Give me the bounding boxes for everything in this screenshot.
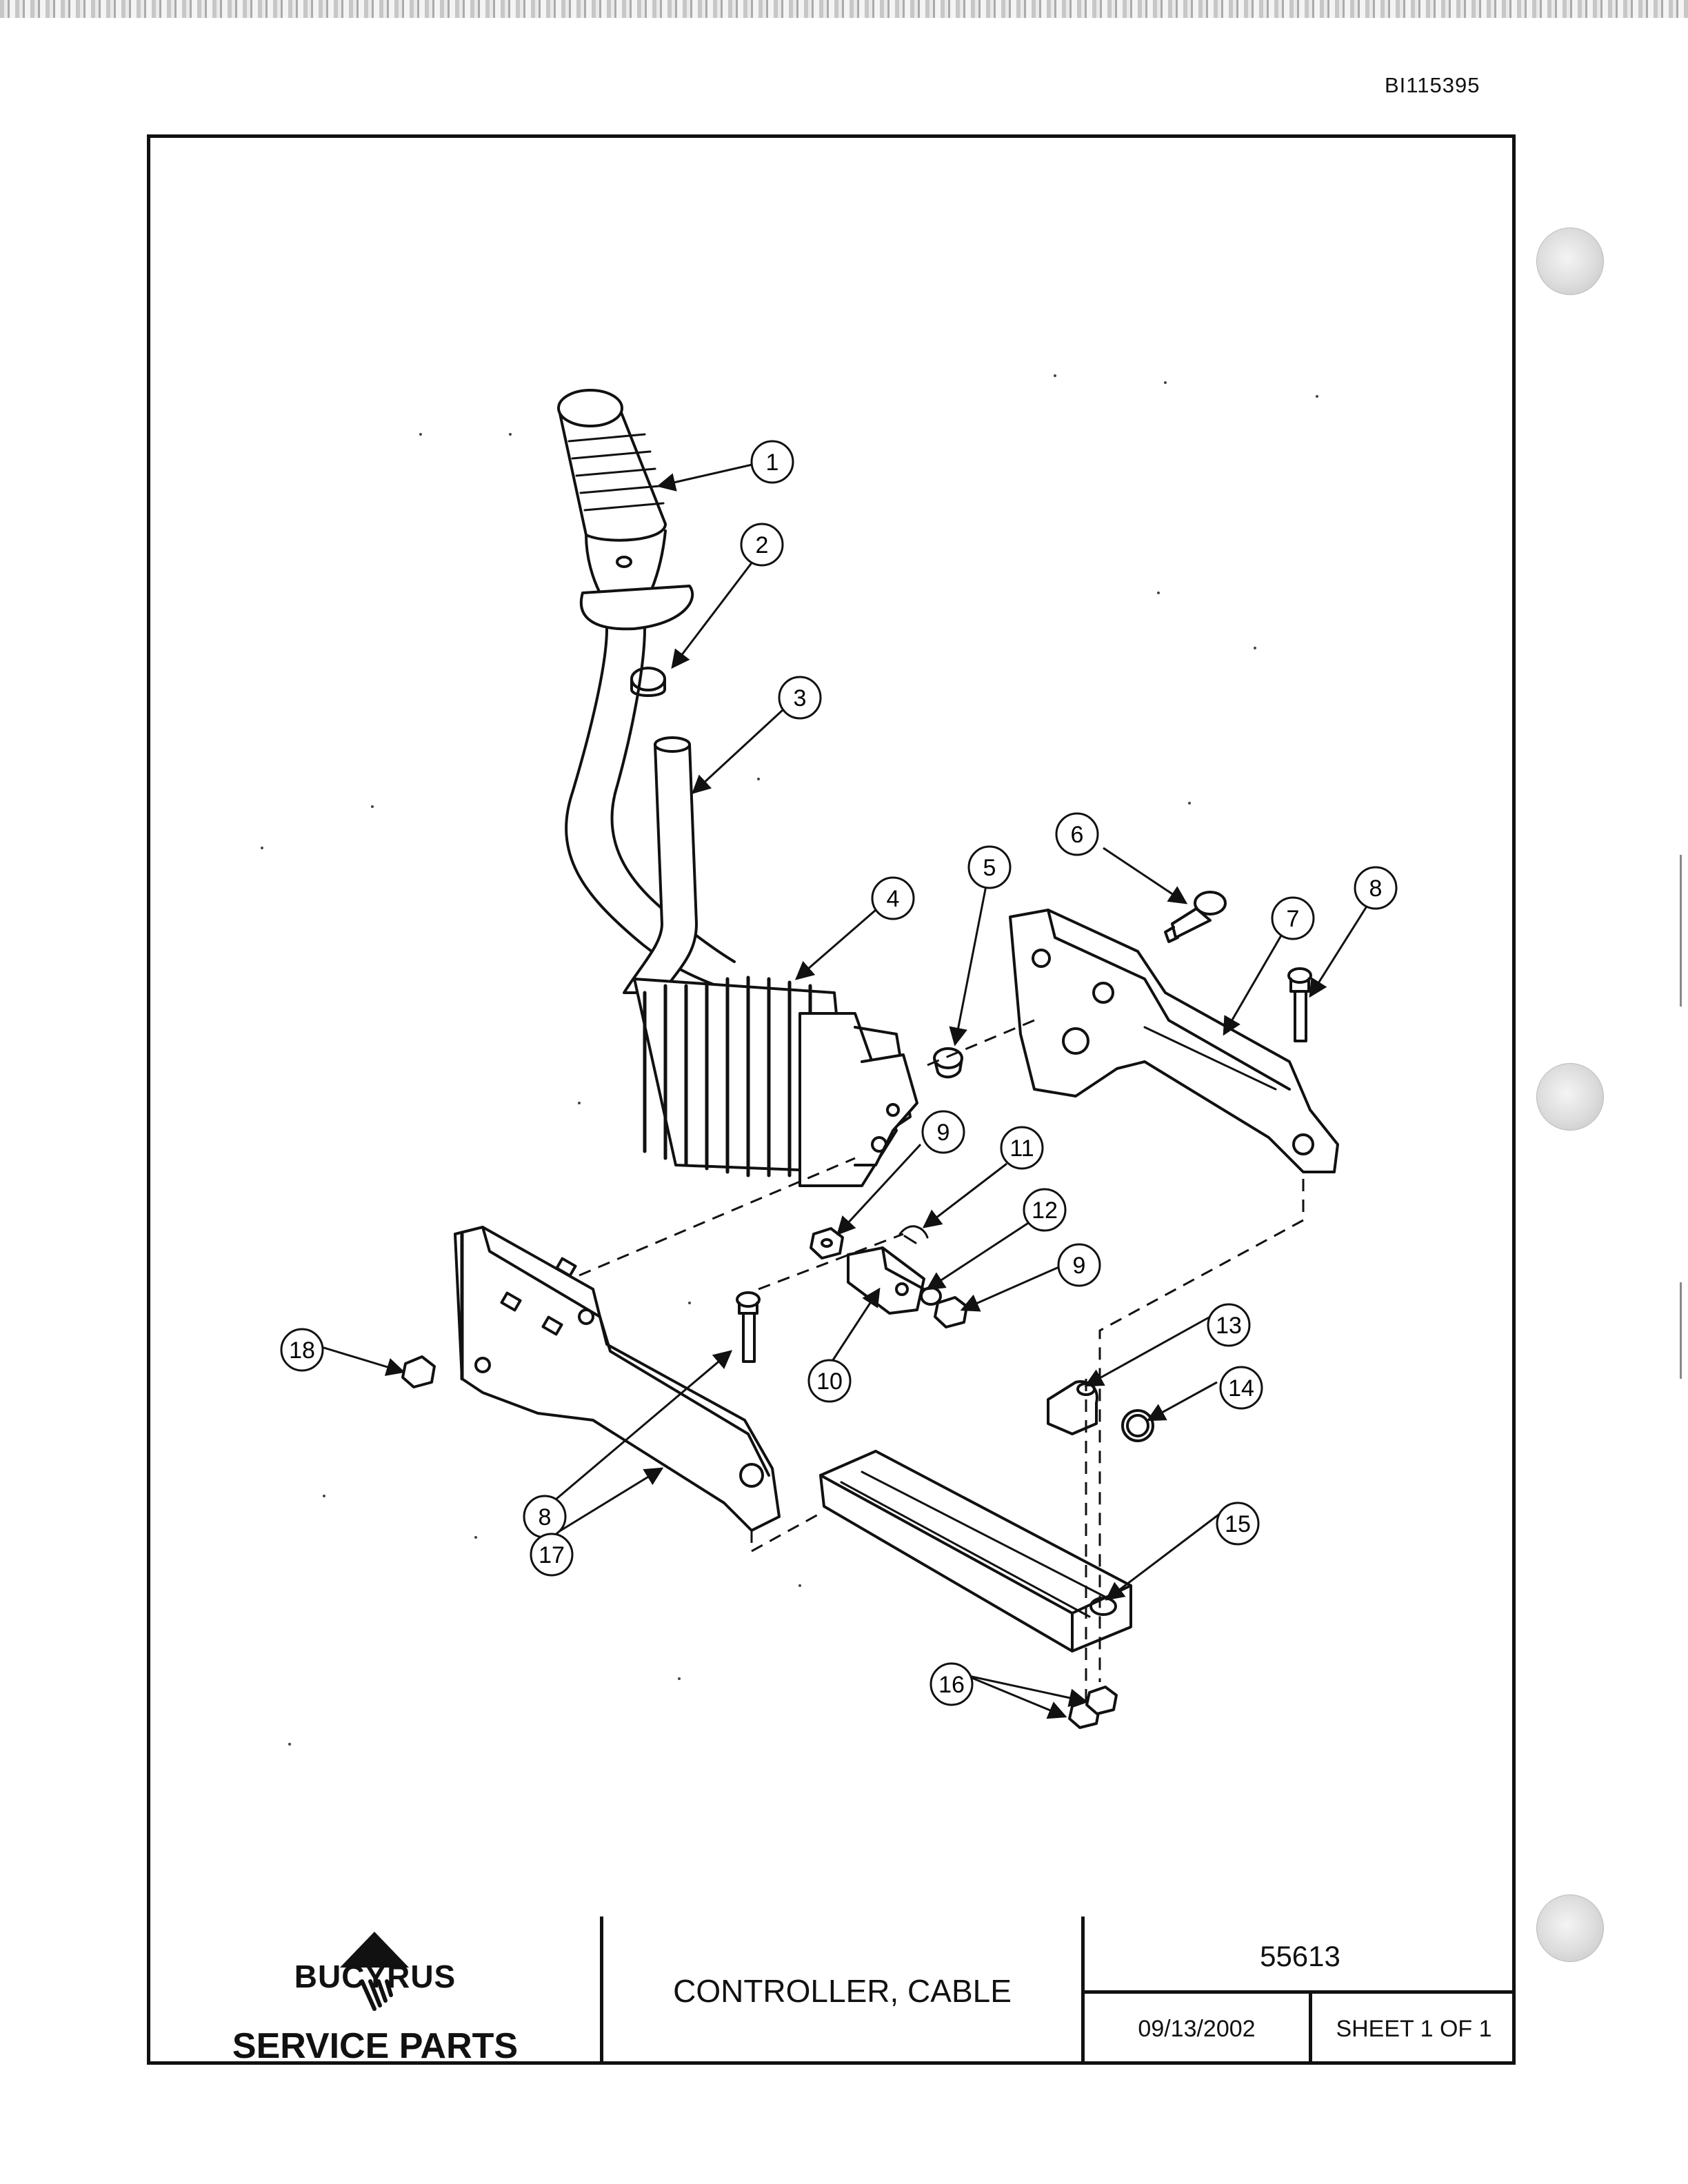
callout-8: 8 xyxy=(1354,866,1398,910)
callout-5: 5 xyxy=(967,845,1012,889)
drawing-date: 09/13/2002 xyxy=(1085,1994,1312,2065)
left-mounting-bracket xyxy=(454,1226,781,1532)
scan-edge-mark xyxy=(1680,855,1682,1007)
scan-edge-strip xyxy=(0,0,1688,18)
exploded-parts-diagram: 1 2 3 4 5 6 7 8 9 11 12 9 10 13 14 18 8 … xyxy=(261,374,1398,1746)
svg-text:3: 3 xyxy=(794,685,807,711)
callout-18: 18 xyxy=(280,1328,324,1372)
cotter-pin xyxy=(898,1225,929,1244)
title-block: BUCYRUS SERVICE PARTS CONTROLLER, CABLE … xyxy=(147,1917,1516,2066)
callout-bubbles: 1 2 3 4 5 6 7 8 9 11 12 9 10 13 14 18 8 … xyxy=(280,440,1398,1706)
binder-hole xyxy=(1536,228,1604,295)
jam-nut xyxy=(630,667,666,697)
svg-text:9: 9 xyxy=(937,1120,950,1146)
binder-hole xyxy=(1536,1894,1604,1962)
extension-rod xyxy=(623,736,698,994)
binder-hole xyxy=(1536,1063,1604,1131)
service-parts-label: SERVICE PARTS xyxy=(232,2026,519,2066)
hex-nut xyxy=(1068,1686,1118,1729)
hex-nut xyxy=(401,1355,436,1388)
callout-12: 12 xyxy=(1023,1188,1067,1232)
controller-boot xyxy=(633,975,918,1187)
svg-text:11: 11 xyxy=(1009,1135,1034,1162)
svg-text:6: 6 xyxy=(1071,822,1084,848)
cap-screw xyxy=(736,1291,761,1363)
callout-9: 9 xyxy=(921,1110,965,1154)
callout-3: 3 xyxy=(778,676,822,720)
clevis xyxy=(847,1246,925,1315)
callout-9: 9 xyxy=(1057,1243,1101,1287)
info-cell: 55613 09/13/2002 SHEET 1 OF 1 xyxy=(1085,1917,1516,2065)
svg-text:10: 10 xyxy=(816,1368,843,1395)
callout-15: 15 xyxy=(1216,1502,1260,1546)
svg-text:15: 15 xyxy=(1225,1511,1251,1537)
callout-7: 7 xyxy=(1271,896,1315,940)
callout-4: 4 xyxy=(871,876,915,920)
svg-text:5: 5 xyxy=(983,855,996,881)
svg-text:14: 14 xyxy=(1228,1375,1254,1402)
callout-13: 13 xyxy=(1207,1303,1251,1347)
assembly-centerlines xyxy=(579,1019,1305,1703)
cap-screw xyxy=(1287,967,1312,1042)
bucyrus-logo-icon xyxy=(340,1932,409,2011)
scan-edge-mark xyxy=(1680,1282,1682,1379)
svg-text:7: 7 xyxy=(1287,906,1300,932)
part-number: 55613 xyxy=(1085,1917,1516,1994)
svg-text:9: 9 xyxy=(1073,1253,1086,1279)
svg-text:8: 8 xyxy=(1369,876,1383,902)
sheet-number: SHEET 1 OF 1 xyxy=(1336,2016,1492,2042)
leader-lines xyxy=(316,463,1370,1719)
drawing-title: CONTROLLER, CABLE xyxy=(603,1917,1085,2065)
svg-text:16: 16 xyxy=(938,1672,965,1698)
logo-cell: BUCYRUS SERVICE PARTS xyxy=(147,1917,603,2066)
callout-10: 10 xyxy=(807,1359,852,1403)
cable-clamp xyxy=(1047,1380,1098,1435)
pivot-pin xyxy=(1164,891,1227,943)
callout-11: 11 xyxy=(1000,1126,1044,1170)
hex-nut xyxy=(810,1227,844,1260)
cable-cover xyxy=(819,1450,1132,1652)
svg-text:1: 1 xyxy=(766,449,779,476)
callout-14: 14 xyxy=(1219,1366,1263,1410)
svg-text:8: 8 xyxy=(539,1504,552,1530)
svg-text:4: 4 xyxy=(887,886,900,912)
scan-specks xyxy=(261,374,1318,1746)
document-id: BI115395 xyxy=(1385,73,1480,97)
right-mounting-bracket xyxy=(1009,909,1339,1173)
retaining-ring xyxy=(1121,1409,1154,1442)
hex-nut xyxy=(934,1296,968,1328)
callout-1: 1 xyxy=(750,440,794,484)
callout-17: 17 xyxy=(530,1533,574,1577)
callout-2: 2 xyxy=(740,523,784,567)
callout-16: 16 xyxy=(930,1662,974,1706)
svg-text:17: 17 xyxy=(539,1542,565,1568)
handle-grip xyxy=(557,389,694,631)
drawing-frame xyxy=(147,134,1516,2065)
brand-name: BUCYRUS xyxy=(294,1959,456,1994)
svg-text:18: 18 xyxy=(289,1337,315,1364)
callout-6: 6 xyxy=(1055,812,1099,856)
svg-text:12: 12 xyxy=(1032,1197,1058,1224)
svg-text:2: 2 xyxy=(756,532,769,558)
callout-8: 8 xyxy=(523,1495,567,1539)
svg-text:13: 13 xyxy=(1216,1313,1242,1339)
